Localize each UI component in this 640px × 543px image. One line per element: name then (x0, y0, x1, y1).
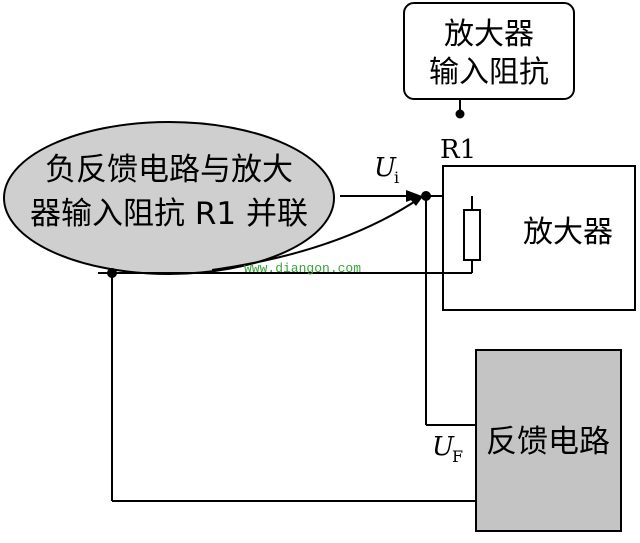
feedback-voltage-symbol: U (432, 432, 455, 462)
resistor-label: R1 (440, 135, 476, 165)
callout-line-1: 放大器 (444, 17, 534, 52)
input-voltage-symbol: U (374, 153, 397, 183)
note-pointer-curve (211, 197, 421, 271)
input-voltage-subscript: i (394, 168, 399, 187)
input-impedance-callout-box (403, 2, 575, 100)
note-line-2: 器输入阻抗 R1 并联 (30, 196, 308, 232)
feedback-circuit-box (475, 349, 622, 532)
callout-pointer-dot (455, 109, 465, 119)
watermark-text: www.diangon.com (244, 261, 361, 276)
note-pointer-arrowhead (410, 195, 424, 206)
callout-line-2: 输入阻抗 (429, 55, 549, 90)
input-signal-arrowhead (406, 190, 422, 202)
resistor-r1 (463, 209, 481, 261)
feedback-voltage-subscript: F (452, 447, 463, 466)
note-line-1: 负反馈电路与放大 (45, 152, 293, 188)
feedback-circuit-label: 反馈电路 (486, 424, 610, 460)
amplifier-label: 放大器 (523, 215, 613, 250)
